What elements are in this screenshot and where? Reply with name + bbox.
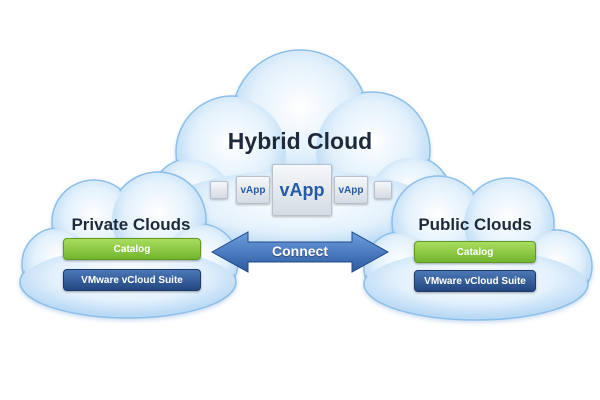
public-cloud-title: Public Clouds [418,215,532,234]
vapp-tile-main: vApp [272,164,332,216]
private-catalog-badge: Catalog [63,238,201,260]
private-cloud-title: Private Clouds [71,215,191,234]
vapp-placeholder-tile-right [374,181,392,199]
double-arrow-icon [210,231,390,273]
public-vcloud-suite-badge: VMware vCloud Suite [414,270,536,292]
hybrid-cloud-title: Hybrid Cloud [227,128,373,154]
vapp-placeholder-tile-left [210,181,228,199]
private-vcloud-suite-badge: VMware vCloud Suite [63,269,201,291]
connect-label: Connect [272,243,328,259]
vapp-tile-left: vApp [236,176,270,204]
public-catalog-badge: Catalog [414,241,536,263]
vapp-tile-right: vApp [334,176,368,204]
